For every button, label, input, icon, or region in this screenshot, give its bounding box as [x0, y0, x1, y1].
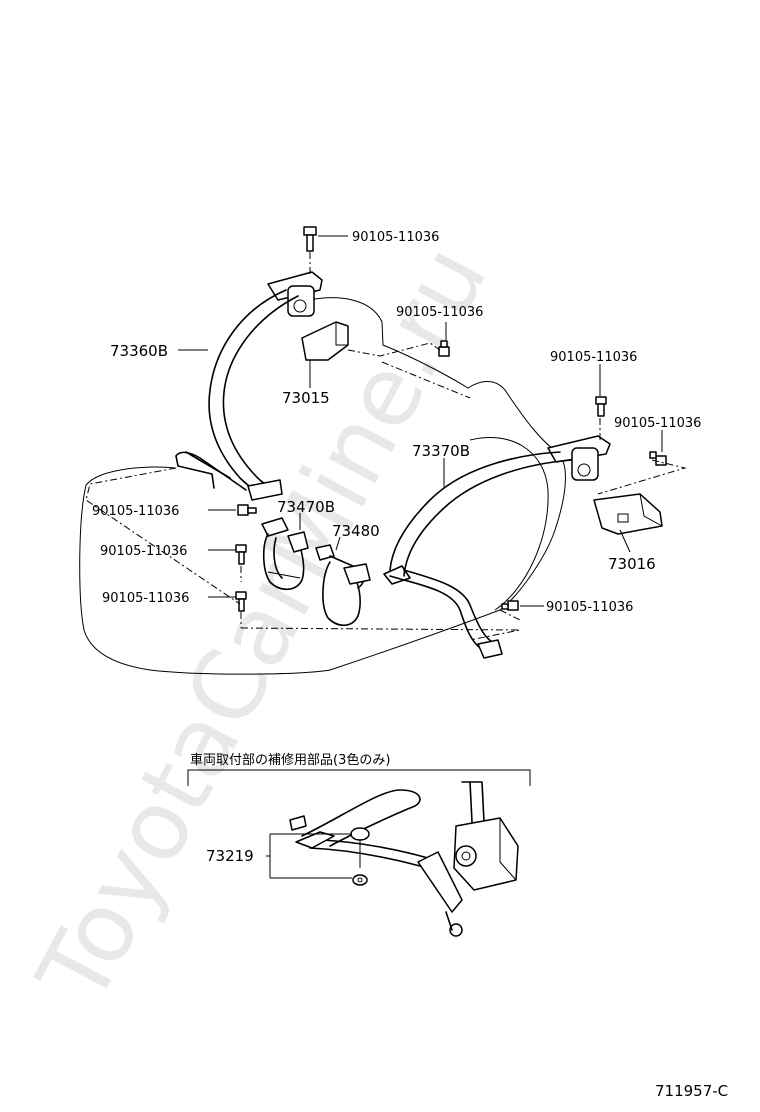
label-bolt-top: 90105-11036 — [352, 230, 439, 245]
cover-73016 — [593, 493, 663, 535]
label-inset-part: 73219 — [206, 847, 254, 865]
label-bolt-left-1: 90105-11036 — [92, 504, 179, 519]
bolt-icon — [438, 340, 450, 357]
leader-lines — [178, 235, 663, 607]
label-belt-right: 73370B — [412, 442, 470, 460]
label-bolt-left-3: 90105-11036 — [102, 591, 189, 606]
buckle-73470b — [261, 517, 309, 591]
bolt-icon — [501, 600, 519, 611]
label-belt-left: 73360B — [110, 342, 168, 360]
label-bolt-mid: 90105-11036 — [396, 305, 483, 320]
label-cover-right: 73016 — [608, 555, 656, 573]
label-buckle-1: 73470B — [277, 498, 335, 516]
label-bolt-right-upper: 90105-11036 — [550, 350, 637, 365]
bolt-icons — [235, 226, 667, 612]
label-bolt-left-2: 90105-11036 — [100, 544, 187, 559]
part-labels: 90105-11036 90105-11036 90105-11036 9010… — [92, 230, 701, 615]
bolt-icon — [595, 396, 607, 417]
label-cover-left: 73015 — [282, 389, 330, 407]
figure-id: 711957-C — [655, 1082, 728, 1100]
label-bolt-right-lower: 90105-11036 — [546, 600, 633, 615]
left-seat-belt-73360b — [175, 271, 323, 501]
buckle-73480 — [315, 544, 371, 627]
cover-73015 — [301, 321, 349, 361]
rear-seat-outline — [79, 297, 566, 675]
bolt-icon — [235, 544, 247, 565]
bolt-icon — [303, 226, 317, 252]
assembly-lines — [85, 252, 687, 641]
right-seat-belt-73370b — [383, 435, 611, 659]
bolt-icon — [235, 591, 247, 612]
label-bolt-right-mid: 90105-11036 — [614, 416, 701, 431]
inset-caption: 車両取付部の補修用部品(3色のみ) — [190, 752, 390, 768]
label-buckle-2: 73480 — [332, 522, 380, 540]
inset-repair-parts: 車両取付部の補修用部品(3色のみ) 73219 — [187, 752, 531, 937]
bolt-icon — [237, 504, 257, 516]
